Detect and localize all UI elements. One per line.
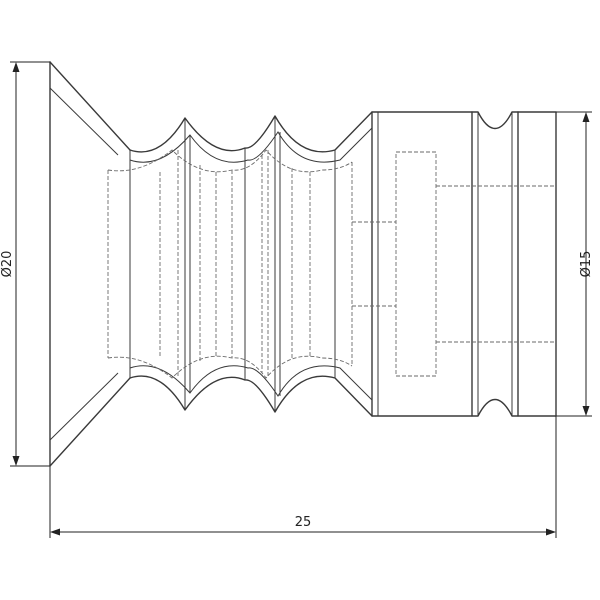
right-diameter-label: Ø15 — [579, 251, 594, 278]
mounting-body — [352, 111, 557, 417]
lip-bottom-inner-edge — [49, 372, 119, 441]
arrow-head — [546, 528, 556, 536]
arrow-head — [582, 112, 590, 122]
lip-top-edge — [49, 61, 131, 151]
lip-top-inner-edge — [49, 87, 119, 156]
end-flange — [517, 111, 557, 417]
bellows-top-inner — [129, 127, 373, 163]
suction-lip — [49, 61, 131, 467]
bellows — [107, 111, 373, 417]
arrow-head — [12, 62, 20, 72]
hidden-insert — [395, 151, 437, 377]
body-block — [371, 111, 473, 417]
dimension-overall-length: 25 — [49, 416, 557, 538]
arrow-head — [582, 406, 590, 416]
overall-length-label: 25 — [295, 515, 312, 530]
bellows-bottom-profile — [129, 375, 373, 417]
bellows-top-profile — [129, 111, 373, 153]
neck-groove-bottom — [471, 398, 519, 417]
bellows-hidden-bottom — [107, 355, 353, 379]
dimension-left-diameter: Ø20 — [0, 61, 50, 467]
bellows-bottom-inner — [129, 365, 373, 401]
bellows-hidden-top — [107, 149, 353, 173]
neck-groove-top — [471, 111, 519, 130]
left-diameter-label: Ø20 — [0, 251, 15, 278]
arrow-head — [12, 456, 20, 466]
lip-bottom-edge — [49, 377, 131, 467]
dimension-right-diameter: Ø15 — [556, 111, 594, 417]
arrow-head — [50, 528, 60, 536]
